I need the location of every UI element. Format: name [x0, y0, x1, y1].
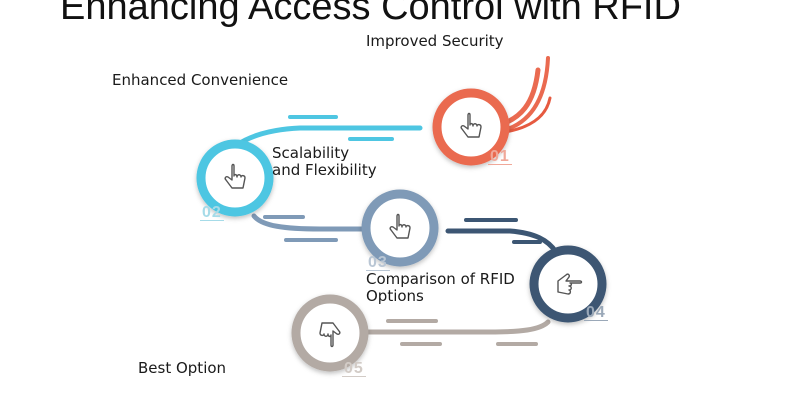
connector-02-03 [251, 213, 383, 242]
step-04-label: Comparison of RFID Options [366, 270, 515, 305]
pointing-hand-icon [389, 213, 411, 239]
step-02-number: 02 [200, 204, 224, 221]
pointing-hand-icon [224, 163, 246, 189]
pointing-hand-icon [460, 112, 482, 138]
pointing-hand-icon [319, 322, 341, 348]
step-01-node [432, 88, 510, 166]
pointing-hand-icon [557, 273, 583, 295]
step-05-node [291, 294, 369, 372]
page-title: Enhancing Access Control with RFID [60, 0, 681, 28]
step-03-number: 03 [366, 254, 390, 271]
step-03-label: Scalability and Flexibility [272, 144, 377, 179]
step-01-number: 01 [488, 148, 512, 165]
step-02-label: Enhanced Convenience [112, 71, 289, 89]
step-01-label: Improved Security [366, 32, 504, 50]
step-05-label: Best Option [138, 359, 227, 377]
step-05-number: 05 [342, 360, 366, 377]
step-04-number: 04 [584, 304, 608, 321]
step-03-node [361, 189, 439, 267]
step-04-node [529, 245, 607, 323]
step-02-node [196, 139, 274, 217]
connector-04-05 [357, 319, 551, 346]
connector-03-04 [445, 218, 559, 255]
